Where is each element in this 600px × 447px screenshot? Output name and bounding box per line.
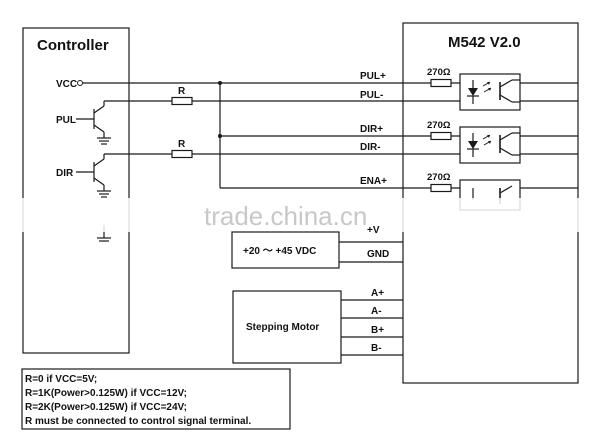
dir-transistor bbox=[76, 155, 111, 198]
terminal-dir-minus: DIR- bbox=[360, 142, 381, 153]
terminal-ena-plus: ENA+ bbox=[360, 176, 387, 187]
terminal-gnd: GND bbox=[367, 249, 389, 260]
driver-resistor-2-label: 270Ω bbox=[427, 120, 451, 131]
optocoupler-1 bbox=[459, 73, 521, 111]
stepping-motor-label: Stepping Motor bbox=[246, 322, 319, 333]
driver-resistor-3 bbox=[430, 183, 452, 193]
watermark-band bbox=[0, 198, 600, 232]
driver-resistor-2 bbox=[430, 131, 452, 141]
pul-transistor bbox=[76, 102, 111, 145]
controller-dir-label: DIR bbox=[56, 168, 74, 179]
junction-dot-1 bbox=[218, 81, 222, 85]
note-line-3: R=2K(Power>0.125W) if VCC=24V; bbox=[25, 402, 187, 413]
note-line-4: R must be connected to control signal te… bbox=[25, 416, 251, 427]
terminal-pul-plus: PUL+ bbox=[360, 71, 386, 82]
stepping-motor-box bbox=[232, 290, 342, 364]
motor-wires bbox=[341, 299, 403, 356]
terminal-pul-minus: PUL- bbox=[360, 90, 383, 101]
note-line-2: R=1K(Power>0.125W) if VCC=12V; bbox=[25, 388, 187, 399]
junction-dot-2 bbox=[218, 134, 222, 138]
driver-resistor-1 bbox=[430, 78, 452, 88]
controller-pul-label: PUL bbox=[56, 115, 76, 126]
motor-terminal-b-plus: B+ bbox=[371, 325, 384, 336]
notes-box bbox=[21, 368, 291, 430]
driver-title: M542 V2.0 bbox=[448, 34, 521, 51]
driver-resistor-1-label: 270Ω bbox=[427, 67, 451, 78]
vcc-terminal bbox=[77, 80, 83, 86]
series-resistor-dir bbox=[171, 149, 193, 159]
controller-vcc-label: VCC bbox=[56, 79, 77, 90]
watermark-text: trade.china.cn bbox=[204, 201, 367, 231]
motor-terminal-b-minus: B- bbox=[371, 343, 382, 354]
controller-box bbox=[22, 27, 130, 354]
terminal-dir-plus: DIR+ bbox=[360, 124, 383, 135]
motor-terminal-a-plus: A+ bbox=[371, 288, 384, 299]
driver-resistor-3-label: 270Ω bbox=[427, 172, 451, 183]
motor-terminal-a-minus: A- bbox=[371, 306, 382, 317]
series-resistor-dir-label: R bbox=[178, 139, 186, 150]
power-supply-box bbox=[231, 231, 340, 269]
signal-wires bbox=[83, 82, 403, 189]
optocoupler-2 bbox=[459, 126, 521, 164]
series-resistor-pul-label: R bbox=[178, 86, 186, 97]
terminal-plus-v: +V bbox=[367, 225, 380, 236]
controller-title: Controller bbox=[37, 37, 109, 54]
power-wires bbox=[339, 241, 403, 263]
power-supply-label: +20 ～ +45 VDC bbox=[243, 246, 316, 257]
series-resistor-pul bbox=[171, 96, 193, 106]
note-line-1: R=0 if VCC=5V; bbox=[25, 374, 97, 385]
